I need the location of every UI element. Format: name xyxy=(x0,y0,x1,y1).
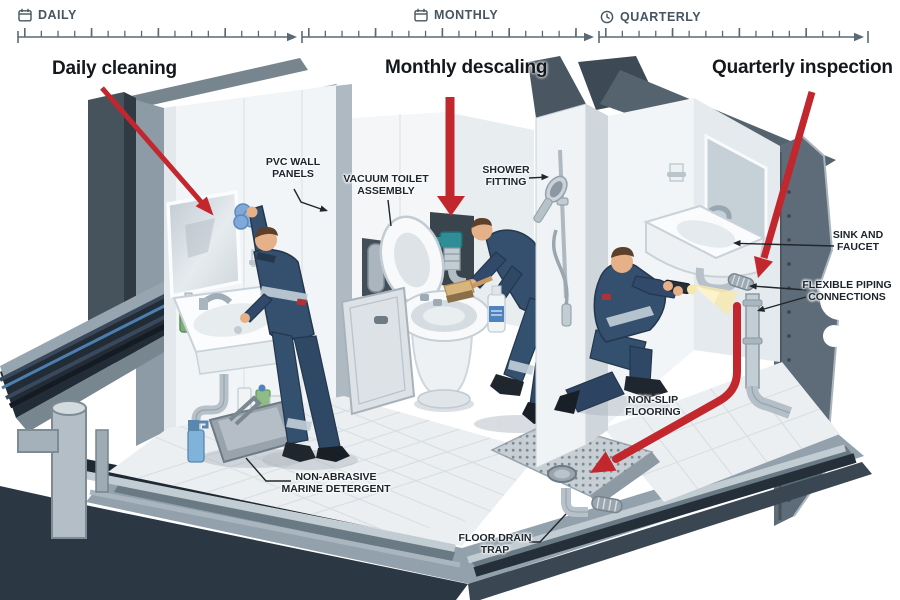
left-pipes xyxy=(17,400,109,539)
timeline-monthly-label: MONTHLY xyxy=(434,8,499,22)
callout-floor-drain-trap: FLOOR DRAIN TRAP xyxy=(458,532,532,557)
calendar-icon xyxy=(414,8,428,22)
timeline-quarterly-label: QUARTERLY xyxy=(620,10,702,24)
callout-vacuum-toilet: VACUUM TOILET ASSEMBLY xyxy=(343,173,429,198)
spray-bottle xyxy=(187,420,209,463)
callout-marine-detergent: NON-ABRASIVE MARINE DETERGENT xyxy=(281,471,391,496)
clock-icon xyxy=(600,10,614,24)
callout-pvc-wall-panels: PVC WALL PANELS xyxy=(265,156,321,181)
descaler-bottle xyxy=(487,285,506,333)
flexible-piping xyxy=(695,267,793,419)
calendar-icon xyxy=(18,8,32,22)
detergent-caddy xyxy=(187,384,304,468)
red-arrow-drain-path xyxy=(590,302,741,473)
shower-fitting xyxy=(533,149,572,327)
worker-daily xyxy=(233,203,358,470)
timeline-daily-label: DAILY xyxy=(38,8,77,22)
timeline-ruler xyxy=(17,28,869,43)
access-panel xyxy=(340,286,416,416)
timeline-quarterly: QUARTERLY xyxy=(600,10,701,24)
red-arrow-daily xyxy=(100,86,214,216)
mirror xyxy=(166,189,242,299)
heading-daily-cleaning: Daily cleaning xyxy=(52,58,177,79)
floor-drain-trap xyxy=(561,488,623,517)
timeline-monthly: MONTHLY xyxy=(414,8,498,22)
worker-quarterly xyxy=(554,247,738,416)
heading-monthly-descaling: Monthly descaling xyxy=(385,57,548,78)
heading-quarterly-inspection: Quarterly inspection xyxy=(712,57,893,78)
callout-sink-faucet: SINK AND FAUCET xyxy=(832,229,884,254)
leader-lines xyxy=(245,173,835,543)
red-arrow-monthly xyxy=(437,97,465,216)
cleaning-brush xyxy=(443,275,493,303)
shower-tray xyxy=(490,421,660,506)
red-arrow-quarterly xyxy=(754,91,816,278)
sink-right xyxy=(643,204,767,278)
callout-flexible-piping: FLEXIBLE PIPING CONNECTIONS xyxy=(802,279,892,304)
callout-shower-fitting: SHOWER FITTING xyxy=(482,164,530,189)
timeline-daily: DAILY xyxy=(18,8,77,22)
callout-non-slip-flooring: NON-SLIP FLOORING xyxy=(625,394,681,419)
